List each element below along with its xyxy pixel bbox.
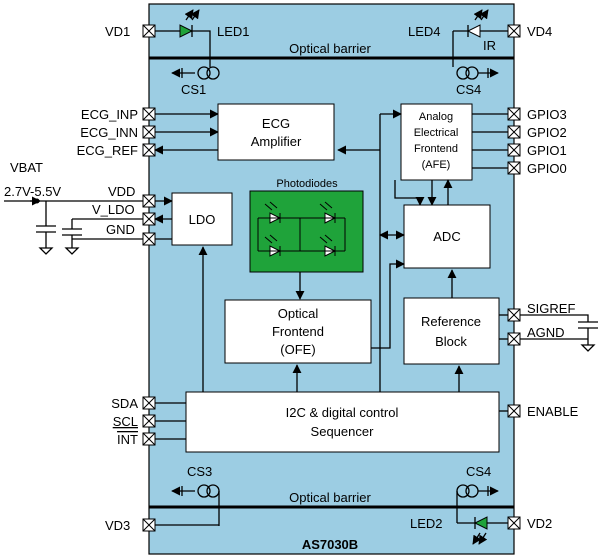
pin-v-ldo-label: V_LDO <box>92 202 135 217</box>
pin-scl <box>142 414 156 428</box>
cs4-top-icon <box>452 62 498 79</box>
cs1-label: CS1 <box>181 82 206 97</box>
pin-gpio0 <box>507 161 521 175</box>
ldo-block <box>171 192 233 246</box>
i2c-line2: Sequencer <box>311 424 375 439</box>
pin-enable <box>507 404 521 418</box>
pin-gpio1 <box>507 143 521 157</box>
pin-vd2-label: VD2 <box>527 516 552 531</box>
pin-vd1-label: VD1 <box>105 24 130 39</box>
pin-ecg-inn <box>142 125 156 139</box>
reference-line1: Reference <box>421 314 481 329</box>
ofe-line2: Frontend <box>272 324 324 339</box>
pin-vd3-label: VD3 <box>105 518 130 533</box>
i2c-sequencer-block <box>185 391 500 453</box>
pin-agnd-label: AGND <box>527 325 565 340</box>
pin-enable-label: ENABLE <box>527 404 579 419</box>
capacitor-vdd-icon <box>36 201 56 255</box>
optical-barrier-bottom-label: Optical barrier <box>289 490 371 505</box>
ecg-amplifier-block <box>217 103 335 161</box>
cs1-icon <box>172 62 220 79</box>
pin-agnd <box>507 332 521 346</box>
pin-gnd <box>142 232 156 246</box>
cs3-icon <box>172 485 220 526</box>
ofe-line3: (OFE) <box>280 342 315 357</box>
pin-vd3 <box>142 518 156 532</box>
photodiodes-block <box>249 190 364 273</box>
cs4-top-label: CS4 <box>456 82 481 97</box>
ofe-line1: Optical <box>278 306 319 321</box>
led1-label: LED1 <box>217 24 250 39</box>
pin-ecg-inp <box>142 107 156 121</box>
cs3-label: CS3 <box>187 464 212 479</box>
pin-gpio2 <box>507 125 521 139</box>
afe-line2: Electrical <box>414 127 459 139</box>
pin-sda-label: SDA <box>111 396 138 411</box>
pin-vdd-label: VDD <box>108 184 135 199</box>
cs4-bottom-label: CS4 <box>466 464 491 479</box>
afe-line4: (AFE) <box>422 159 451 171</box>
chip-name: AS7030B <box>302 537 358 552</box>
pin-int <box>142 432 156 446</box>
capacitor-vldo-icon <box>62 219 82 255</box>
chip-body <box>148 3 515 555</box>
pin-sigref-label: SIGREF <box>527 301 575 316</box>
reference-line2: Block <box>435 334 467 349</box>
i2c-line1: I2C & digital control <box>286 405 399 420</box>
pin-sda <box>142 396 156 410</box>
pin-gpio2-label: GPIO2 <box>527 125 567 140</box>
ofe-block <box>224 299 372 364</box>
pin-v-ldo <box>142 212 156 226</box>
led2-label: LED2 <box>410 516 443 531</box>
vbat-label: VBAT <box>10 160 43 175</box>
ir-label: IR <box>483 38 496 53</box>
vrange-label: 2.7V-5.5V <box>4 184 61 199</box>
pin-vd4-label: VD4 <box>527 24 552 39</box>
photodiode-array-icon <box>257 201 346 257</box>
afe-line1: Analog <box>419 111 453 123</box>
capacitor-sigref-icon <box>520 314 598 352</box>
pin-gpio1-label: GPIO1 <box>527 143 567 158</box>
afe-line3: Frontend <box>414 143 458 155</box>
pin-gpio3 <box>507 107 521 121</box>
pin-gpio3-label: GPIO3 <box>527 107 567 122</box>
pin-scl-label: SCL <box>113 414 138 429</box>
ldo-label: LDO <box>189 212 216 227</box>
pin-vd4 <box>507 24 521 38</box>
pin-ecg-ref <box>142 143 156 157</box>
pin-ecg-inn-label: ECG_INN <box>80 125 138 140</box>
led4-label: LED4 <box>408 24 441 39</box>
pin-ecg-inp-label: ECG_INP <box>81 107 138 122</box>
pin-vd1 <box>142 24 156 38</box>
pin-gnd-label: GND <box>106 222 135 237</box>
photodiodes-title: Photodiodes <box>276 178 338 190</box>
pin-int-label: INT <box>117 432 138 447</box>
ecg-amplifier-line2: Amplifier <box>251 134 302 149</box>
optical-barrier-top-label: Optical barrier <box>289 41 371 56</box>
ecg-amplifier-line1: ECG <box>262 116 290 131</box>
afe-block <box>400 103 473 181</box>
adc-label: ADC <box>433 229 460 244</box>
cs4-bottom-icon <box>456 485 498 523</box>
pin-vdd <box>142 194 156 208</box>
pin-ecg-ref-label: ECG_REF <box>77 143 138 158</box>
pin-gpio0-label: GPIO0 <box>527 161 567 176</box>
pin-vd2 <box>507 516 521 530</box>
reference-block <box>403 297 500 365</box>
pin-sigref <box>507 308 521 322</box>
